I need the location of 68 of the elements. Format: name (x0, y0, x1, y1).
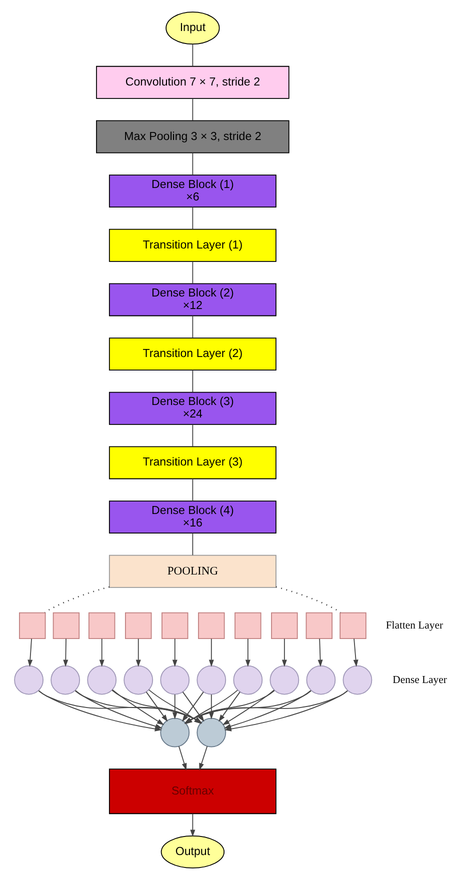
arrow (282, 638, 287, 667)
node-box: Dense Block (1) ×6 (108, 174, 276, 208)
connector (192, 370, 194, 393)
connector (192, 206, 194, 230)
node-circle (196, 665, 226, 695)
arrow (99, 638, 104, 667)
connector (192, 152, 194, 176)
node-box: Softmax (108, 768, 276, 814)
arrow (136, 638, 141, 667)
arrow (63, 638, 68, 667)
node-circle (87, 665, 117, 695)
node-box (306, 612, 333, 640)
arrow (245, 638, 250, 667)
connector (192, 424, 194, 447)
node-box (340, 612, 366, 640)
node-box: Dense Block (2) ×12 (108, 283, 276, 316)
node-box (88, 612, 116, 640)
node-box (234, 612, 262, 640)
node-circle (233, 665, 263, 695)
arrow (222, 690, 275, 726)
node-circle (14, 665, 44, 695)
node-box: Dense Block (4) ×16 (108, 500, 276, 534)
node-circle (160, 665, 190, 695)
node-box (198, 612, 225, 640)
arrow (178, 746, 187, 770)
node-box: Transition Layer (1) (108, 228, 276, 262)
node-ellipse: Input (166, 12, 220, 45)
arrow (208, 638, 214, 667)
node-circle (50, 665, 80, 695)
connector (276, 586, 341, 614)
node-ellipse: Output (160, 835, 225, 868)
arrow (199, 746, 208, 770)
connector (192, 315, 194, 338)
arrow (318, 638, 323, 667)
node-box: Dense Block (3) ×24 (108, 392, 276, 425)
arrow (218, 691, 240, 722)
arrow (190, 813, 196, 837)
connector (44, 586, 110, 614)
arrow (353, 638, 358, 667)
node-box (19, 612, 46, 640)
node-box: Max Pooling 3 × 3, stride 2 (96, 120, 290, 154)
node-circle (196, 718, 226, 748)
node-circle (306, 665, 336, 695)
label: Dense Layer (392, 674, 447, 686)
arrow (172, 694, 178, 720)
label: Flatten Layer (386, 619, 444, 632)
connector (192, 44, 194, 67)
connector (192, 478, 194, 502)
node-box: Transition Layer (2) (108, 338, 276, 371)
node-circle (160, 718, 190, 748)
node-circle (270, 665, 300, 695)
node-box (162, 612, 188, 640)
node-box: Convolution 7 × 7, stride 2 (96, 66, 290, 99)
arrow (146, 691, 168, 722)
connector (192, 98, 194, 121)
node-circle (124, 665, 154, 695)
node-box: Transition Layer (3) (108, 446, 276, 480)
node-box: POOLING (108, 554, 276, 588)
node-box (125, 612, 152, 640)
connector (192, 532, 194, 556)
node-box (271, 612, 298, 640)
arrow (75, 690, 162, 729)
node-box (52, 612, 80, 640)
connector (192, 261, 194, 284)
arrow (172, 638, 178, 667)
arrow (112, 689, 164, 726)
arrow (28, 638, 33, 667)
node-circle (342, 665, 372, 695)
